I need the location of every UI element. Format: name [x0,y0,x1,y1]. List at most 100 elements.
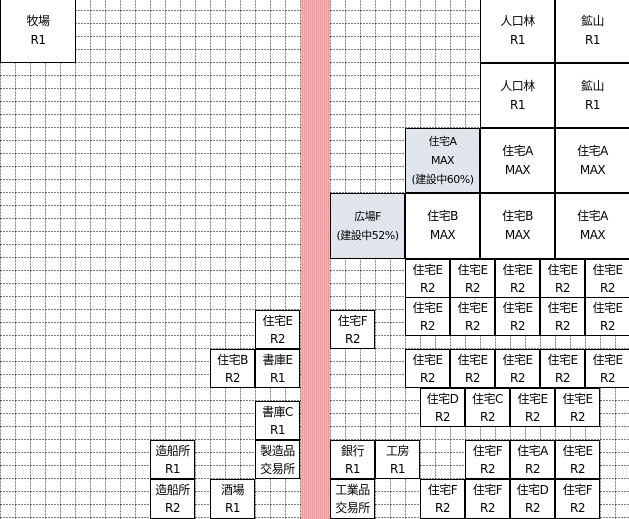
building-under-construction[interactable]: 広場F(建設中52%) [330,193,405,259]
building-tile[interactable]: 人口林 R1 [480,0,555,63]
building-tile[interactable]: 人口林 R1 [480,63,555,128]
building-name: 住宅E [502,262,533,277]
building-name: 銀行 [340,443,365,458]
building-level: R2 [165,501,180,515]
building-name: 住宅E [412,262,443,277]
building-level: MAX [579,228,606,242]
building-tile[interactable]: 造船所 R2 [150,479,195,519]
building-tile[interactable]: 鉱山 R1 [555,0,629,63]
building-name: 住宅E [562,391,593,406]
building-level: R2 [600,370,615,385]
building-level: R2 [480,501,495,515]
building-name: 住宅E [517,391,548,406]
building-tile[interactable]: 住宅E R2 [585,349,629,388]
building-name: 鉱山 [580,78,605,93]
building-name: 住宅B [427,209,458,223]
building-name: 住宅A [502,143,533,158]
building-level: R1 [165,461,180,476]
building-level: R2 [465,318,480,333]
building-level: R2 [465,370,480,385]
building-level: R2 [420,370,435,385]
building-level: R1 [390,461,405,476]
building-name: 広場F [354,210,381,223]
road [301,0,330,519]
building-tile[interactable]: 造船所 R1 [150,440,195,479]
building-tile[interactable]: 製造品交易所 [255,440,300,479]
building-name: 住宅E [262,313,293,328]
building-name: 住宅E [592,352,623,367]
building-name: 人口林 [500,78,535,93]
building-level: R2 [345,331,360,346]
building-name: 工業品 [335,483,370,497]
building-tile[interactable]: 住宅E R2 [540,349,585,388]
building-name: 住宅E [547,352,578,367]
building-name: 鉱山 [580,14,605,28]
building-level: 交易所 [335,501,370,515]
building-name: 造船所 [155,483,190,497]
building-name: 酒場 [220,483,245,497]
building-level: R2 [555,370,570,385]
building-name: 住宅E [412,300,443,315]
building-level: R2 [525,461,540,476]
building-name: 住宅F [562,483,593,497]
building-tile[interactable]: 住宅A MAX [480,128,555,193]
building-level: MAX [504,162,531,177]
building-name: 住宅F [427,483,458,497]
building-level: R2 [555,318,570,333]
building-name: 住宅E [502,300,533,315]
building-name: 造船所 [155,443,190,458]
building-level: MAX [430,154,455,167]
building-name: 人口林 [500,14,535,28]
building-level: R1 [510,97,525,112]
building-level: R2 [270,331,285,346]
building-name: 住宅B [502,209,533,223]
building-level: R1 [585,33,600,47]
building-name: 住宅E [457,262,488,277]
building-name: 製造品 [260,443,295,458]
building-level: R1 [510,33,525,47]
building-level: R2 [480,461,495,476]
building-tile[interactable]: 工業品交易所 [330,479,375,519]
building-level: 交易所 [260,461,295,476]
building-name: 住宅E [502,352,533,367]
building-tile[interactable]: 住宅E R2 [255,310,300,349]
